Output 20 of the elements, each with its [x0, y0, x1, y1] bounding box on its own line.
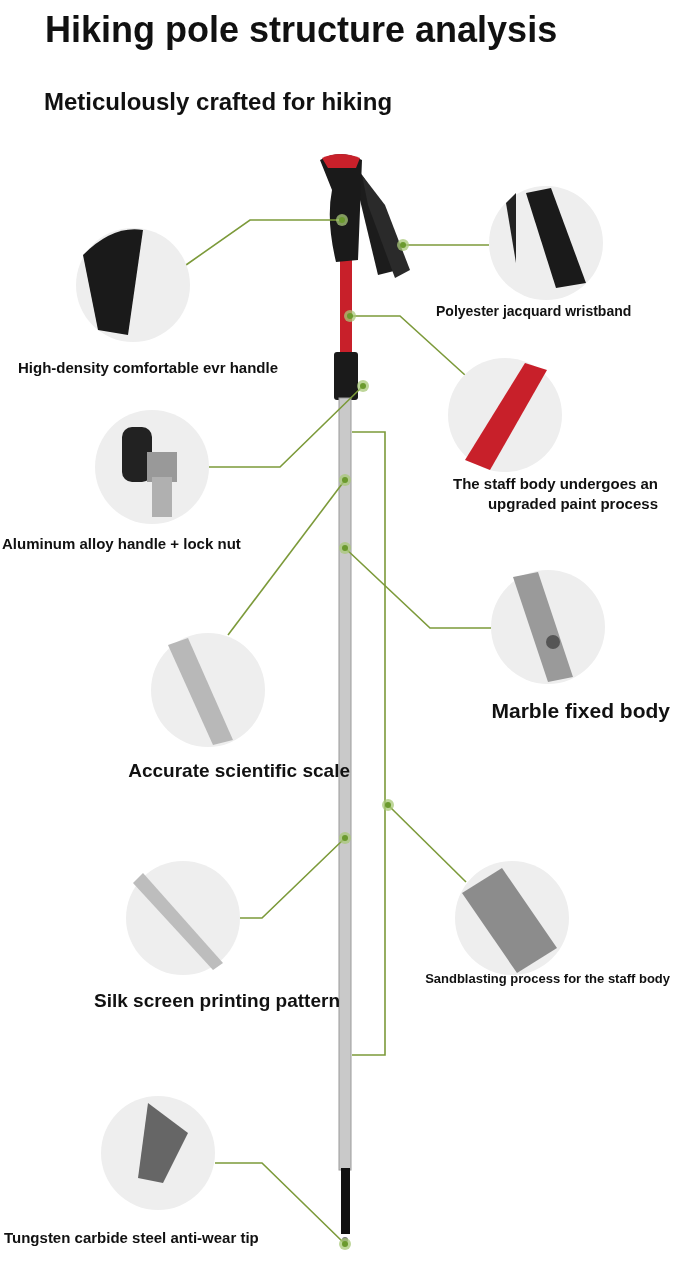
leader-line: [239, 832, 351, 919]
leader-line: [344, 310, 466, 376]
leader-line: [397, 239, 490, 251]
callout-label: Aluminum alloy handle + lock nut: [2, 534, 242, 554]
callout-label: Tungsten carbide steel anti-wear tip: [4, 1228, 260, 1248]
callout-label: Accurate scientific scale: [127, 759, 350, 783]
leader-line: [382, 799, 467, 883]
callout-label: Sandblasting process for the staff body: [424, 970, 670, 988]
leader-line: [185, 214, 348, 266]
leader-line: [214, 1162, 351, 1250]
title: Hiking pole structure analysis: [45, 8, 558, 52]
callout-label: Polyester jacquard wristband: [436, 302, 633, 321]
leader-line: [208, 380, 369, 468]
subtitle: Meticulously crafted for hiking: [44, 87, 393, 117]
callout-label: The staff body undergoes an upgraded paint process: [451, 474, 658, 515]
leader-line: [339, 542, 492, 629]
leader-line: [227, 474, 351, 636]
callout-label: Silk screen printing pattern: [93, 989, 340, 1013]
callout-label: Marble fixed body: [490, 698, 670, 724]
callout-label: High-density comfortable evr handle: [18, 358, 280, 378]
